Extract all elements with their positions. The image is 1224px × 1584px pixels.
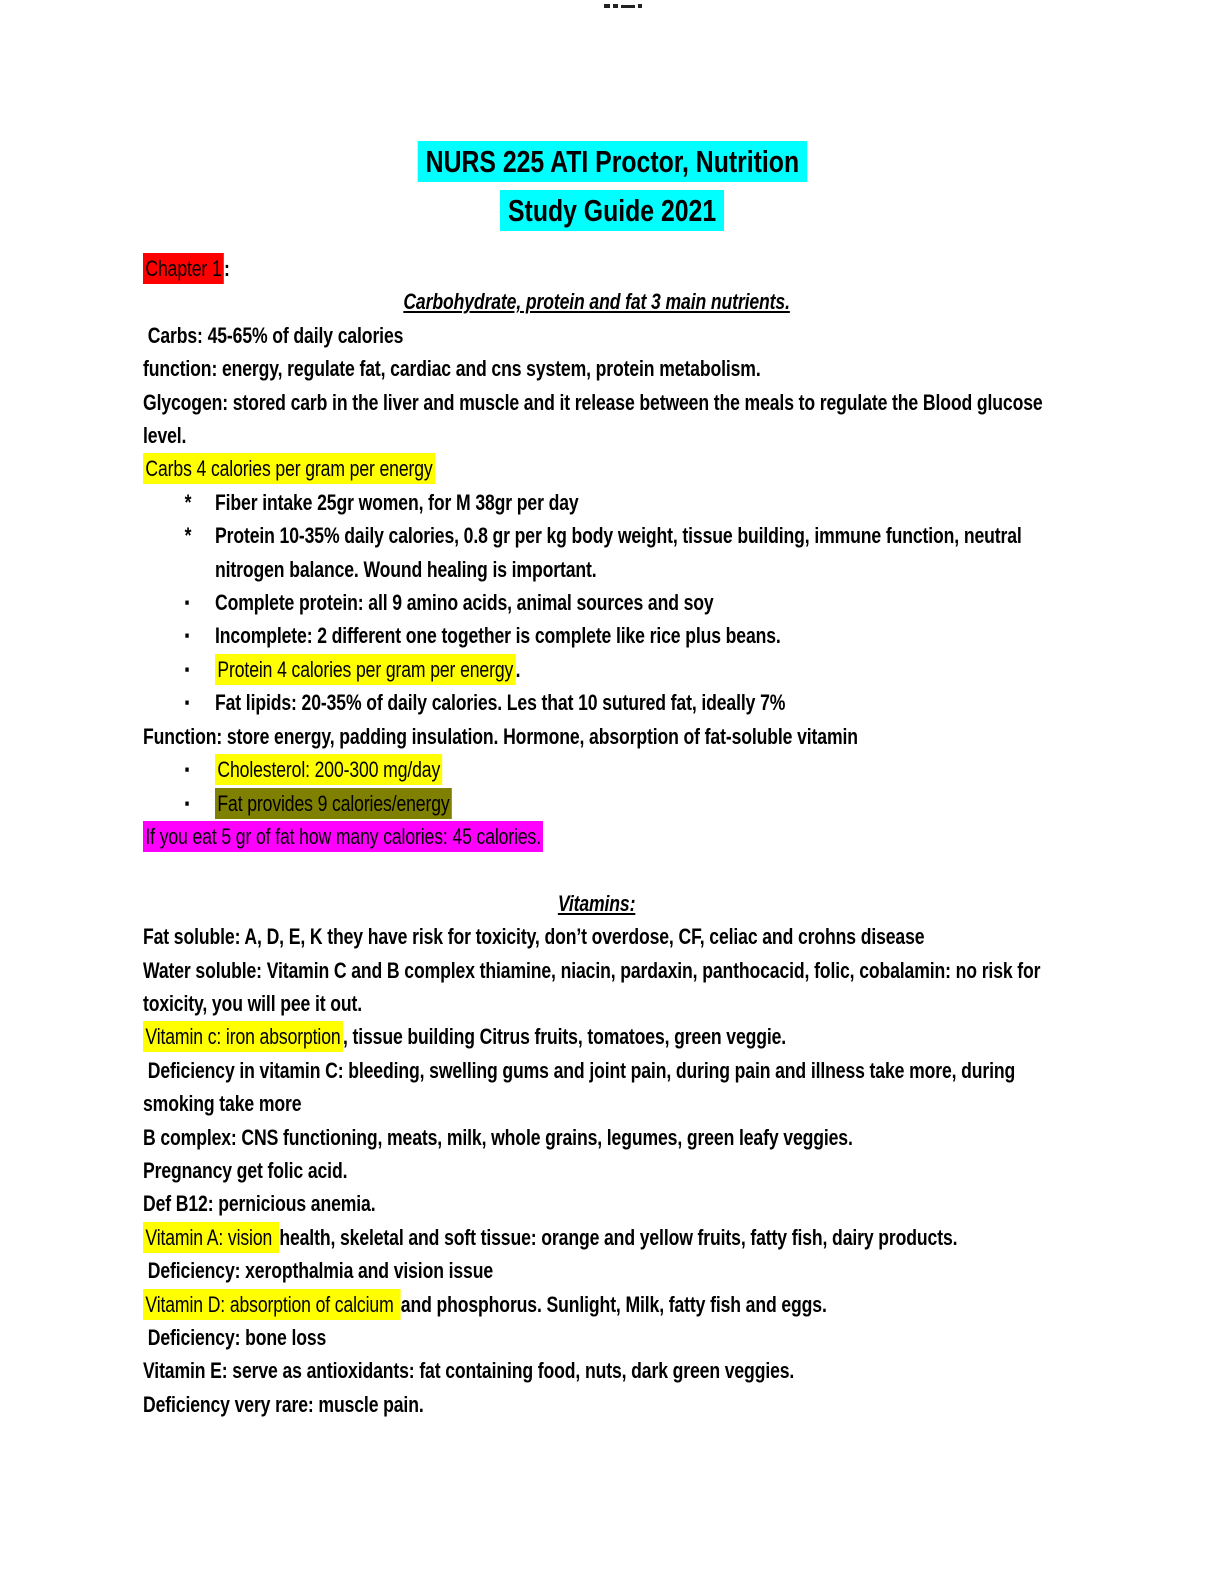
- square-bullet-marker: ▪: [184, 793, 190, 813]
- paragraph-water-soluble: Water soluble: Vitamin C and B complex t…: [143, 957, 1046, 1016]
- blank-line: [143, 853, 1050, 886]
- paragraph-pregnancy: Pregnancy get folic acid.: [143, 1157, 348, 1183]
- text-run: Fat lipids: 20-35% of daily calories. Le…: [215, 690, 786, 716]
- title-text-1: NURS 225 ATI Proctor, Nutrition: [417, 141, 807, 182]
- protein-energy-highlight: Protein 4 calories per gram per energy: [215, 653, 516, 685]
- line-vitamin-a: Vitamin A: vision health, skeletal and s…: [143, 1221, 1050, 1254]
- square-bullet-marker: ▪: [184, 760, 190, 780]
- square-bullet-marker: ▪: [184, 693, 190, 713]
- paragraph-def-b12: Def B12: pernicious anemia.: [143, 1191, 376, 1217]
- vitamin-c-highlight: Vitamin c: iron absorption: [143, 1021, 343, 1053]
- chapter-label: Chapter 1: [143, 253, 225, 284]
- vitamin-d-highlight: Vitamin D: absorption of calcium: [143, 1288, 401, 1320]
- bullet-fiber: * Fiber intake 25gr women, for M 38gr pe…: [143, 486, 1050, 519]
- bullet-protein-percent: * Protein 10-35% daily calories, 0.8 gr …: [143, 519, 1050, 586]
- paragraph-b-complex: B complex: CNS functioning, meats, milk,…: [143, 1124, 853, 1150]
- title-block: NURS 225 ATI Proctor, Nutrition Study Gu…: [0, 141, 1224, 239]
- paragraph-function: function: energy, regulate fat, cardiac …: [143, 356, 761, 382]
- section-heading-nutrients: Carbohydrate, protein and fat 3 main nut…: [403, 289, 790, 315]
- paragraph-glycogen: Glycogen: stored carb in the liver and m…: [143, 389, 1048, 449]
- vitamin-a-highlight: Vitamin A: vision: [143, 1221, 280, 1253]
- asterisk-bullet-marker: *: [184, 523, 192, 549]
- line-vitamin-d: Vitamin D: absorption of calcium and pho…: [143, 1288, 1050, 1321]
- asterisk-bullet-marker: *: [184, 489, 192, 515]
- text-run: Incomplete: 2 different one together is …: [215, 623, 781, 649]
- line-carbs-energy: Carbs 4 calories per gram per energy: [143, 452, 1050, 485]
- paragraph-vite-deficiency: Deficiency very rare: muscle pain.: [143, 1391, 424, 1417]
- text-run: .: [515, 656, 521, 682]
- text-run: Protein 4 calories per gram per energy.: [215, 653, 1050, 686]
- carbs-energy-highlight: Carbs 4 calories per gram per energy: [143, 453, 435, 485]
- text-run: Fiber intake 25gr women, for M 38gr per …: [215, 489, 579, 515]
- chapter-line: Chapter 1:: [143, 252, 1050, 285]
- paragraph-vita-deficiency: Deficiency: xeropthalmia and vision issu…: [143, 1258, 494, 1284]
- chapter-colon: :: [224, 256, 230, 281]
- text-run: Cholesterol: 200-300 mg/day: [215, 753, 1050, 786]
- section-heading-vitamins: Vitamins:: [557, 890, 636, 916]
- paragraph-vitamin-e: Vitamin E: serve as antioxidants: fat co…: [143, 1358, 795, 1384]
- fat-energy-highlight: Fat provides 9 calories/energy: [215, 787, 452, 819]
- document-body: Chapter 1: Carbohydrate, protein and fat…: [143, 252, 1050, 1421]
- bullet-fat-lipids: ▪ Fat lipids: 20-35% of daily calories. …: [143, 686, 1050, 719]
- line-fat-question: If you eat 5 gr of fat how many calories…: [143, 820, 1050, 853]
- bullet-fat-energy: ▪ Fat provides 9 calories/energy: [143, 787, 1050, 820]
- square-bullet-marker: ▪: [184, 659, 190, 679]
- paragraph-fat-function: Function: store energy, padding insulati…: [143, 723, 858, 749]
- line-vitamin-c: Vitamin c: iron absorption, tissue build…: [143, 1020, 1050, 1053]
- bullet-incomplete-protein: ▪ Incomplete: 2 different one together i…: [143, 619, 1050, 652]
- bullet-complete-protein: ▪ Complete protein: all 9 amino acids, a…: [143, 586, 1050, 619]
- text-run: Protein 10-35% daily calories, 0.8 gr pe…: [215, 523, 1027, 582]
- text-run: and phosphorus. Sunlight, Milk, fatty fi…: [400, 1291, 827, 1317]
- text-run: Fat provides 9 calories/energy: [215, 787, 1050, 820]
- fat-question-highlight: If you eat 5 gr of fat how many calories…: [143, 820, 544, 852]
- square-bullet-marker: ▪: [184, 593, 190, 613]
- text-run: Complete protein: all 9 amino acids, ani…: [215, 590, 714, 616]
- square-bullet-marker: ▪: [184, 626, 190, 646]
- paragraph-carbs: Carbs: 45-65% of daily calories: [143, 322, 404, 348]
- title-text-2: Study Guide 2021: [499, 190, 725, 231]
- bullet-protein-energy: ▪ Protein 4 calories per gram per energy…: [143, 653, 1050, 686]
- paragraph-fat-soluble: Fat soluble: A, D, E, K they have risk f…: [143, 924, 925, 950]
- paragraph-vitc-deficiency: Deficiency in vitamin C: bleeding, swell…: [143, 1057, 1020, 1117]
- paragraph-vitd-deficiency: Deficiency: bone loss: [143, 1324, 327, 1350]
- title-line-1: NURS 225 ATI Proctor, Nutrition: [0, 141, 1224, 182]
- text-run: health, skeletal and soft tissue: orange…: [279, 1224, 958, 1250]
- title-line-2: Study Guide 2021: [0, 190, 1224, 231]
- cholesterol-highlight: Cholesterol: 200-300 mg/day: [215, 754, 443, 786]
- text-run: , tissue building Citrus fruits, tomatoe…: [342, 1024, 787, 1050]
- bullet-cholesterol: ▪ Cholesterol: 200-300 mg/day: [143, 753, 1050, 786]
- scan-artifact-mark: [604, 4, 642, 9]
